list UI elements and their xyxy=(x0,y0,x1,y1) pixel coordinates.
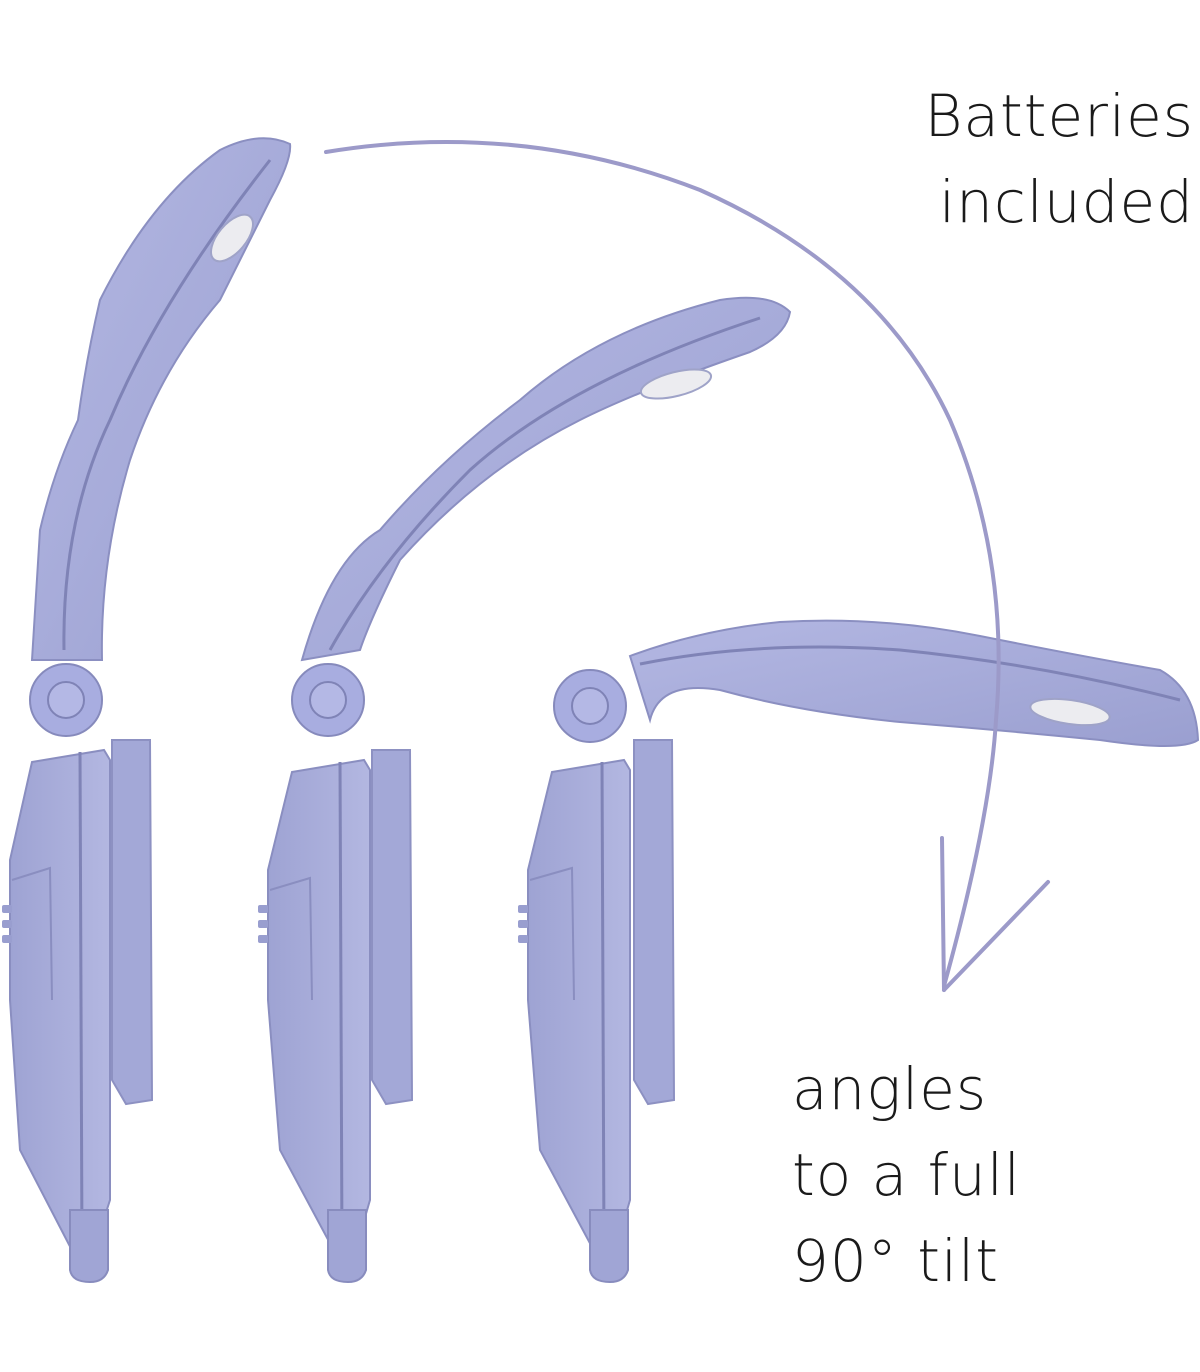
batteries-caption-line-1: Batteries xyxy=(924,82,1194,150)
book-light-upright-icon xyxy=(2,137,292,1284)
batteries-caption-line-2: included xyxy=(939,168,1194,236)
tilt-caption-line-2: to a full xyxy=(792,1141,1022,1209)
book-light-horizontal-icon xyxy=(518,619,1200,1284)
curved-arrow-down-icon xyxy=(324,139,1050,992)
tilt-caption-line-3: 90° tilt xyxy=(792,1227,999,1295)
book-light-tilted-icon xyxy=(258,296,792,1284)
tilt-caption-line-1: angles xyxy=(792,1055,988,1123)
batteries-caption: Batteries included xyxy=(924,73,1194,245)
tilt-caption: angles to a full 90° tilt xyxy=(792,1046,1021,1304)
